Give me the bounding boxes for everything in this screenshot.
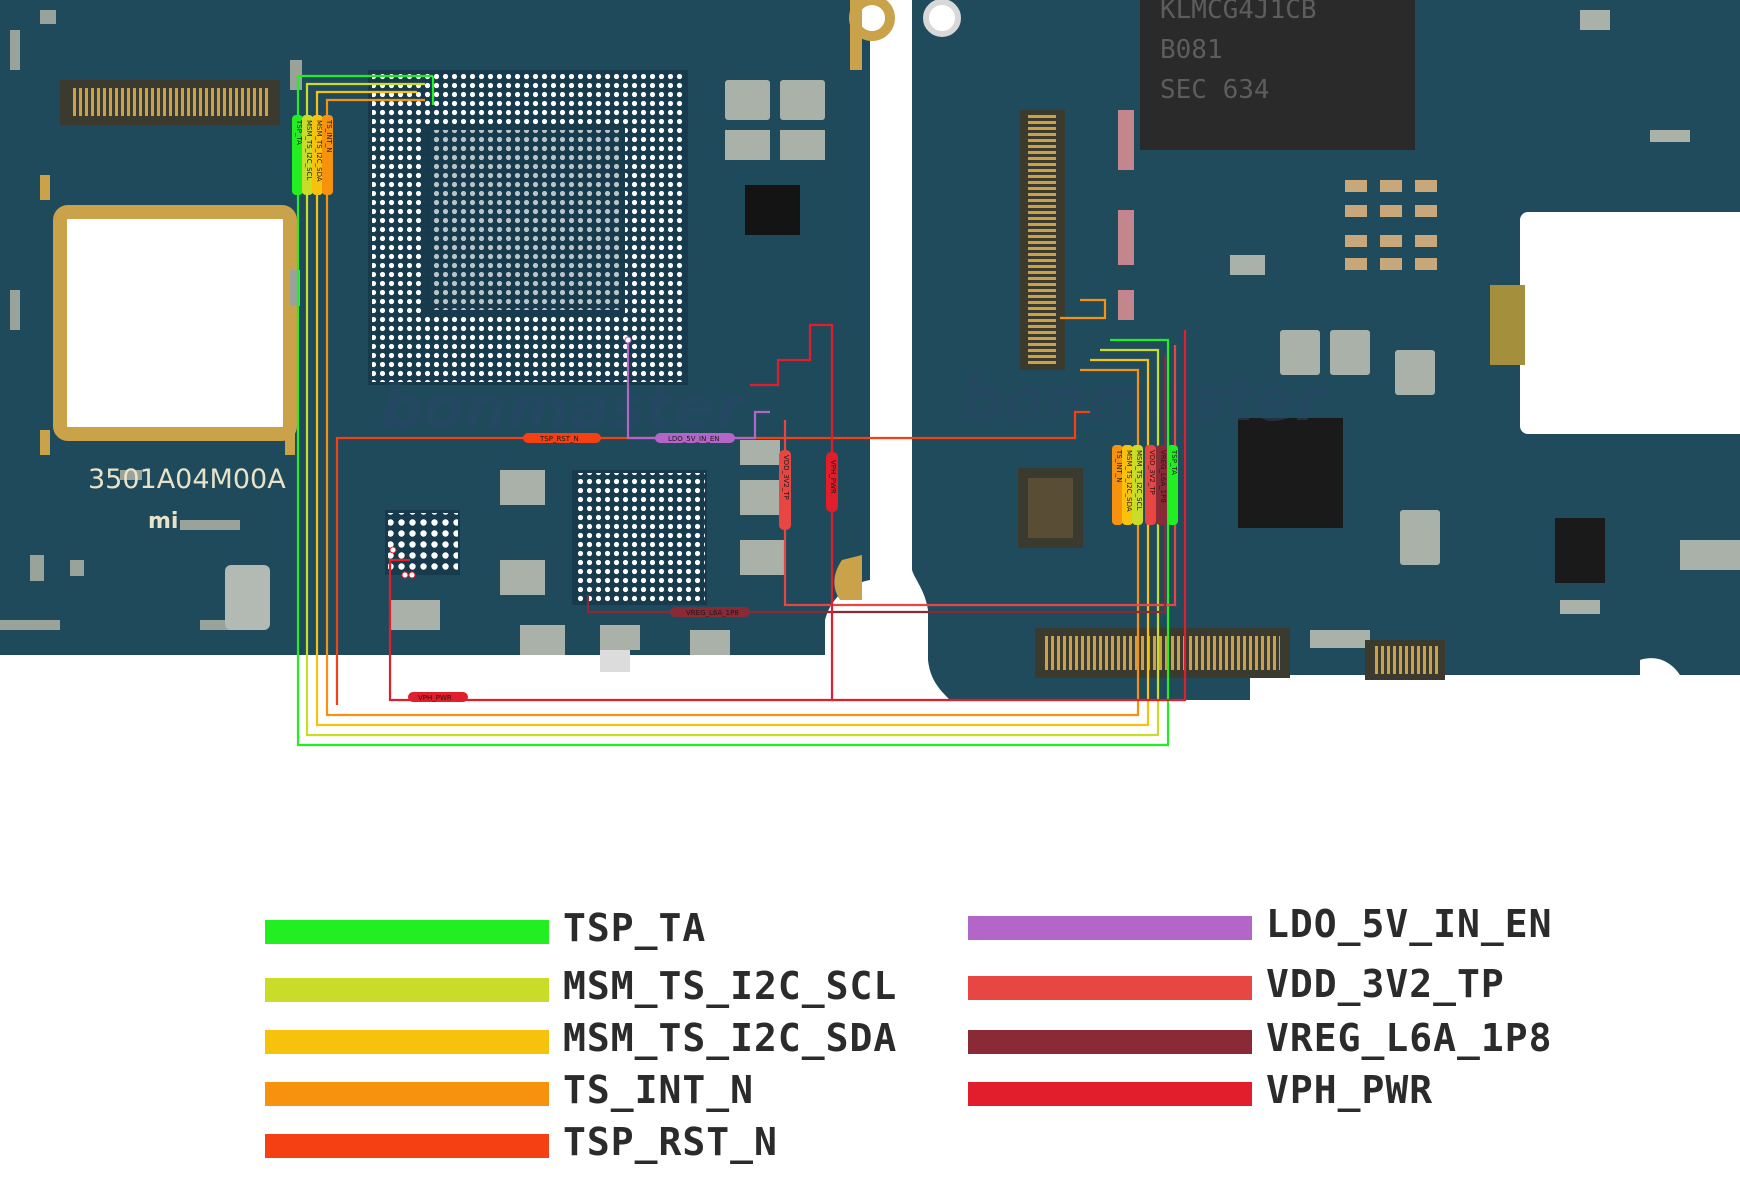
ic-square-right xyxy=(1238,418,1343,528)
tag-left-i2c-scl: MSM_TS_I2C_SCL xyxy=(305,120,313,180)
tag-vdd-3v2-tp-bg xyxy=(779,450,791,530)
tag-right-i2c-sda: MSM_TS_I2C_SDA xyxy=(1125,450,1133,512)
tag-vph-pwr-bottom: VPH_PWR xyxy=(418,694,452,702)
silkscreen-board-code: 3501A04M00A xyxy=(88,464,286,495)
legend-swatch-msm-ts-i2c-sda xyxy=(265,1030,549,1054)
left-board-cutout xyxy=(53,205,297,441)
smd-components-right xyxy=(1230,10,1740,648)
pcb-board-photo: 3501A04M00A mi KLMCG4J1CB B081 SEC 634 xyxy=(0,0,1740,747)
legend-label-vreg-l6a-1p8: VREG_L6A_1P8 xyxy=(1266,1016,1553,1060)
flex-socket-right xyxy=(1555,518,1605,583)
trace-msm-ts-i2c-scl xyxy=(305,82,1160,737)
tag-right-vdd-3v2-tp: VDD_3V2_TP xyxy=(1148,450,1156,495)
tag-left-i2c-sda: MSM_TS_I2C_SDA xyxy=(315,120,323,182)
trace-ldo-5v-in-en xyxy=(626,340,770,440)
smd-components-mid xyxy=(390,80,825,655)
passives-tan xyxy=(1345,180,1437,270)
legend-swatch-vreg-l6a-1p8 xyxy=(968,1030,1252,1054)
tag-vph-pwr-bottom-bg xyxy=(408,692,468,702)
legend-label-msm-ts-i2c-scl: MSM_TS_I2C_SCL xyxy=(563,964,898,1008)
legend-label-vph-pwr: VPH_PWR xyxy=(1266,1068,1434,1112)
tag-vph-pwr-right-bg xyxy=(826,452,838,512)
trace-ts-int-n xyxy=(325,98,1140,717)
silkscreen-mi-logo: mi xyxy=(148,509,178,534)
legend-swatch-msm-ts-i2c-scl xyxy=(265,978,549,1002)
screw-hole-top-right xyxy=(923,0,961,37)
legend-swatch-vph-pwr xyxy=(968,1082,1252,1106)
legend-swatch-vdd-3v2-tp xyxy=(968,976,1252,1000)
passives-pink xyxy=(1118,110,1134,320)
gold-pad-right xyxy=(1490,285,1525,365)
trace-vph-pwr xyxy=(388,440,834,702)
tag-tsp-rst-n-bg xyxy=(523,433,601,443)
legend-label-ldo-5v-in-en: LDO_5V_IN_EN xyxy=(1266,902,1553,946)
right-board-cutout xyxy=(1520,212,1740,434)
trace-msm-ts-i2c-sda xyxy=(315,90,1150,727)
legend-swatch-ts-int-n xyxy=(265,1082,549,1106)
legend-label-ts-int-n: TS_INT_N xyxy=(563,1068,755,1112)
tag-ldo-5v-in-en: LDO_5V_IN_EN xyxy=(668,435,720,443)
net-legend: TSP_TA MSM_TS_I2C_SCL MSM_TS_I2C_SDA TS_… xyxy=(0,880,1740,1180)
chip-marking-3: SEC 634 xyxy=(1160,75,1270,105)
tag-left-tsp-ta: TSP_TA xyxy=(295,119,303,145)
chip-marking-2: B081 xyxy=(1160,35,1223,65)
emmc-memory-chip xyxy=(1140,0,1415,150)
tag-vreg-l6a-1p8-bg xyxy=(670,607,750,617)
test-points xyxy=(389,336,632,579)
watermark-left: bonmaster xyxy=(380,373,748,443)
legend-label-vdd-3v2-tp: VDD_3V2_TP xyxy=(1266,962,1505,1006)
legend-label-tsp-ta: TSP_TA xyxy=(563,906,707,950)
inductor-left xyxy=(225,565,270,630)
ic-square-left xyxy=(745,185,800,235)
legend-swatch-ldo-5v-in-en xyxy=(968,916,1252,940)
trace-tsp-rst-n xyxy=(335,410,1090,705)
trace-tsp-ta xyxy=(296,74,1170,747)
crystal-oscillator xyxy=(600,650,630,672)
tag-tsp-rst-n: TSP_RST_N xyxy=(539,435,579,443)
tag-vreg-l6a-1p8: VREG_L6A_1P8 xyxy=(686,609,739,617)
tag-vdd-3v2-tp: VDD_3V2_TP xyxy=(782,455,790,500)
tag-right-ts-int-n: TS_INT_N xyxy=(1115,449,1123,483)
tag-vph-pwr-right: VPH_PWR xyxy=(829,460,837,494)
tag-right-i2c-scl: MSM_TS_I2C_SCL xyxy=(1135,450,1143,510)
watermark-right: bonmaster xyxy=(960,365,1328,435)
legend-swatch-tsp-ta xyxy=(265,920,549,944)
legend-label-msm-ts-i2c-sda: MSM_TS_I2C_SDA xyxy=(563,1016,898,1060)
tag-ldo-5v-in-en-bg xyxy=(655,433,735,443)
tag-right-tsp-ta: TSP_TA xyxy=(1170,449,1178,475)
legend-label-tsp-rst-n: TSP_RST_N xyxy=(563,1120,778,1164)
chip-marking-1: KLMCG4J1CB xyxy=(1160,0,1317,25)
tag-right-vreg-l6a-1p8: VREG_L6A_1P8 xyxy=(1159,450,1167,503)
legend-swatch-tsp-rst-n xyxy=(265,1134,549,1158)
tag-left-ts-int-n: TS_INT_N xyxy=(325,119,333,153)
